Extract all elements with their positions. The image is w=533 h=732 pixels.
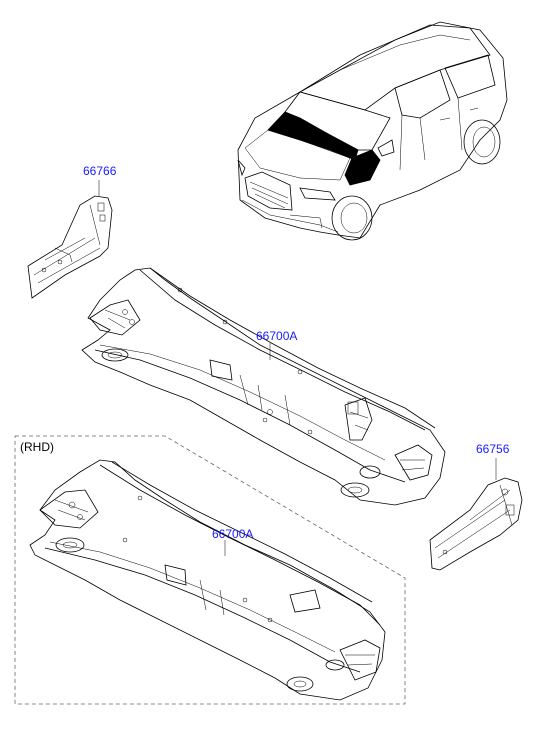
part-66700A-rhd-cowl-panel[interactable] (29, 459, 386, 701)
part-number-66756[interactable]: 66756 (476, 442, 510, 456)
part-66766-side-panel[interactable] (27, 180, 113, 299)
part-66756-side-panel[interactable] (429, 458, 523, 571)
part-number-66700A[interactable]: 66700A (256, 329, 298, 343)
rhd-label: (RHD) (20, 440, 54, 454)
rhd-section-box (14, 435, 406, 705)
vehicle-illustration (237, 21, 508, 241)
part-number-66766[interactable]: 66766 (83, 164, 117, 178)
part-66700A-cowl-panel[interactable] (81, 267, 446, 506)
part-number-66700A-rhd[interactable]: 66700A (212, 527, 254, 541)
